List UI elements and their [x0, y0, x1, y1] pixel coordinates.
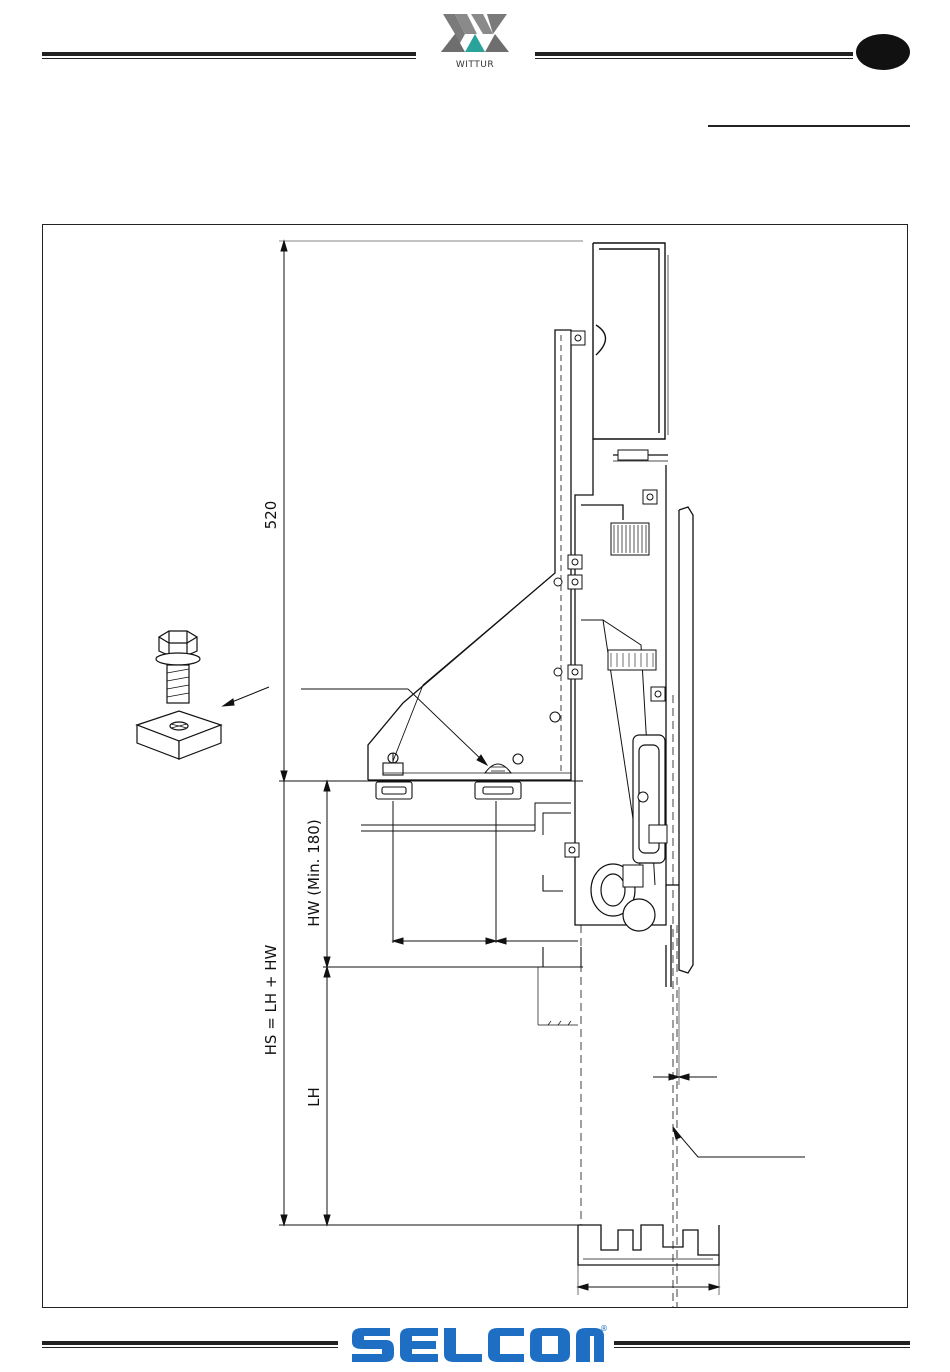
- footer-rule-left: [42, 1341, 338, 1345]
- dim-label-lh: LH: [305, 1087, 323, 1107]
- wittur-logo: WITTUR: [435, 8, 515, 74]
- drawing-frame: 520 HS = LH + HW HW (Min. 180) LH: [42, 224, 908, 1308]
- door-installation-diagram: 520 HS = LH + HW HW (Min. 180) LH: [43, 225, 907, 1307]
- header-rule-left: [42, 52, 416, 56]
- dim-label-hs: HS = LH + HW: [262, 944, 280, 1055]
- footer-rule-right: [614, 1341, 910, 1345]
- bolt-detail-icon: [137, 631, 221, 759]
- header-underline: [708, 125, 910, 127]
- bolt-pointer-arrow: [223, 687, 269, 706]
- bottom-sill-profile: [578, 1225, 719, 1265]
- leader-lines: [301, 573, 555, 765]
- dimension-520: [279, 241, 583, 781]
- mounting-bracket: [368, 330, 571, 780]
- floor-sill: [361, 801, 578, 944]
- selcom-registered-mark: ®: [600, 1324, 608, 1333]
- wittur-logo-icon: [435, 8, 515, 60]
- selcom-logo-icon: [348, 1322, 608, 1368]
- dim-label-520: 520: [262, 501, 280, 530]
- dimension-lh: [324, 967, 330, 1225]
- selcom-logo: ® SELCOM: [348, 1322, 608, 1368]
- door-line-pointer: [673, 1127, 805, 1157]
- fixing-clip-left: [376, 753, 412, 799]
- header-rule-right: [535, 52, 853, 56]
- wittur-wordmark: WITTUR: [435, 60, 515, 70]
- dim-label-hw: HW (Min. 180): [305, 819, 323, 926]
- page-badge-icon: [856, 34, 910, 70]
- roller-upper: [611, 523, 649, 555]
- header-box: [593, 243, 668, 439]
- dimension-hw: [323, 781, 583, 967]
- dimension-hs: [279, 781, 583, 1225]
- door-leaf: [666, 507, 693, 987]
